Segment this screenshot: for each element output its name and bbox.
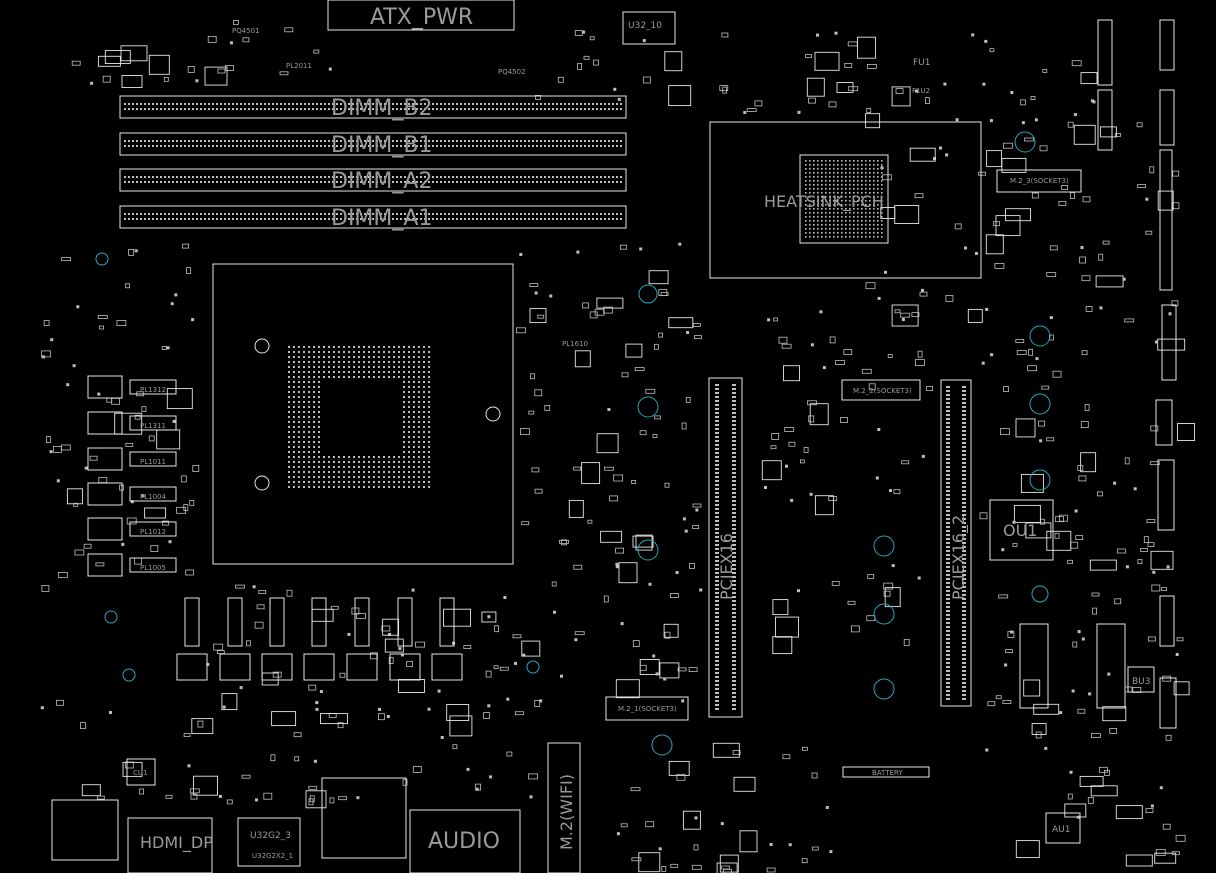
m2-wifi-label: M.2(WIFI) [557, 774, 576, 850]
usb-stack-outline [321, 777, 407, 859]
audio-outline [409, 809, 521, 873]
battery-holder [842, 766, 930, 778]
pl1312-label: PL1312 [140, 386, 166, 394]
m2-3-socket [996, 169, 1082, 193]
pciex16-slot [708, 377, 743, 718]
heatsink-pch-label: HEATSINK_PCH [764, 192, 884, 212]
pciex16-label: PCIEX16 [717, 533, 736, 600]
dimm-b2-label: DIMM_B2 [331, 96, 432, 121]
au1-chip [1045, 812, 1081, 844]
pl1012-label: PL1012 [140, 528, 166, 536]
m2-wifi-slot [547, 742, 581, 873]
component-outlines [40, 19, 1195, 873]
fu1-label: FU1 [913, 58, 931, 68]
u32-10-label: U32_10 [628, 21, 662, 31]
cpu-socket [212, 263, 514, 565]
hdmi-dp-outline [127, 817, 213, 873]
u32g2-small-label: U32G2X2_1 [252, 852, 293, 860]
u32g2-outline [237, 817, 301, 867]
au1-label: AU1 [1052, 825, 1070, 835]
m2-2-label: M.2_2(SOCKET3) [853, 387, 912, 395]
atx-power-outline [327, 0, 515, 31]
dimm-b1-label: DIMM_B1 [331, 133, 432, 158]
bu3-chip [1127, 666, 1155, 693]
ou1-label: OU1 [1003, 521, 1037, 540]
m2-2-socket [841, 379, 921, 401]
u32g2-label: U32G2_3 [250, 831, 291, 841]
battery-label: BATTERY [872, 769, 903, 777]
pq4502-label: PQ4502 [498, 68, 526, 76]
m2-1-socket [605, 696, 689, 721]
atx-pwr-label: ATX_PWR [370, 5, 473, 30]
mounting-holes [95, 131, 1051, 756]
pl1004-label: PL1004 [140, 493, 166, 501]
pl1610-label: PL1610 [562, 340, 588, 348]
dimm-a1-slot [119, 205, 627, 229]
pch-ball-array [799, 154, 889, 244]
pciex16-2-label: PCIEX16_2 [949, 515, 969, 600]
m2-3-label: M.2_3(SOCKET3) [1010, 177, 1069, 185]
pciex16-2-slot [940, 379, 972, 707]
dimm-a1-label: DIMM_A1 [331, 206, 432, 231]
dimm-a2-slot [119, 168, 627, 192]
dimm-a2-label: DIMM_A2 [331, 169, 432, 194]
audio-label: AUDIO [428, 829, 500, 854]
dimm-b1-slot [119, 132, 627, 156]
dimm-pins [124, 103, 622, 220]
pl2011-label: PL2011 [286, 62, 312, 70]
dimm-slots [119, 95, 627, 229]
pcie-slots [708, 377, 972, 718]
m2-1-label: M.2_1(SOCKET3) [618, 705, 677, 713]
u32-10-chip [622, 11, 676, 45]
lan-outline [51, 799, 119, 861]
pcie-pins [715, 384, 966, 710]
pq4501-label: PQ4501 [232, 27, 260, 35]
pch-heatsink-outline [709, 121, 982, 279]
bu3-label: BU3 [1132, 677, 1151, 687]
pl1011-label: PL1011 [140, 458, 166, 466]
cu1-chip [126, 758, 156, 786]
labels: ATX_PWR DIMM_B2 DIMM_B1 DIMM_A2 DIMM_A1 … [133, 5, 1151, 860]
ou1-chip [989, 499, 1054, 561]
pl1005-label: PL1005 [140, 564, 166, 572]
cu1-label: CU1 [133, 769, 147, 777]
cpu-pin-array [288, 346, 430, 488]
fu2-label: F1U2 [912, 87, 930, 95]
hdmi-dp-label: HDMI_DP [140, 833, 213, 853]
dimm-b2-slot [119, 95, 627, 119]
pl1311-label: PL1311 [140, 422, 166, 430]
sockets-and-headers [51, 0, 1155, 873]
